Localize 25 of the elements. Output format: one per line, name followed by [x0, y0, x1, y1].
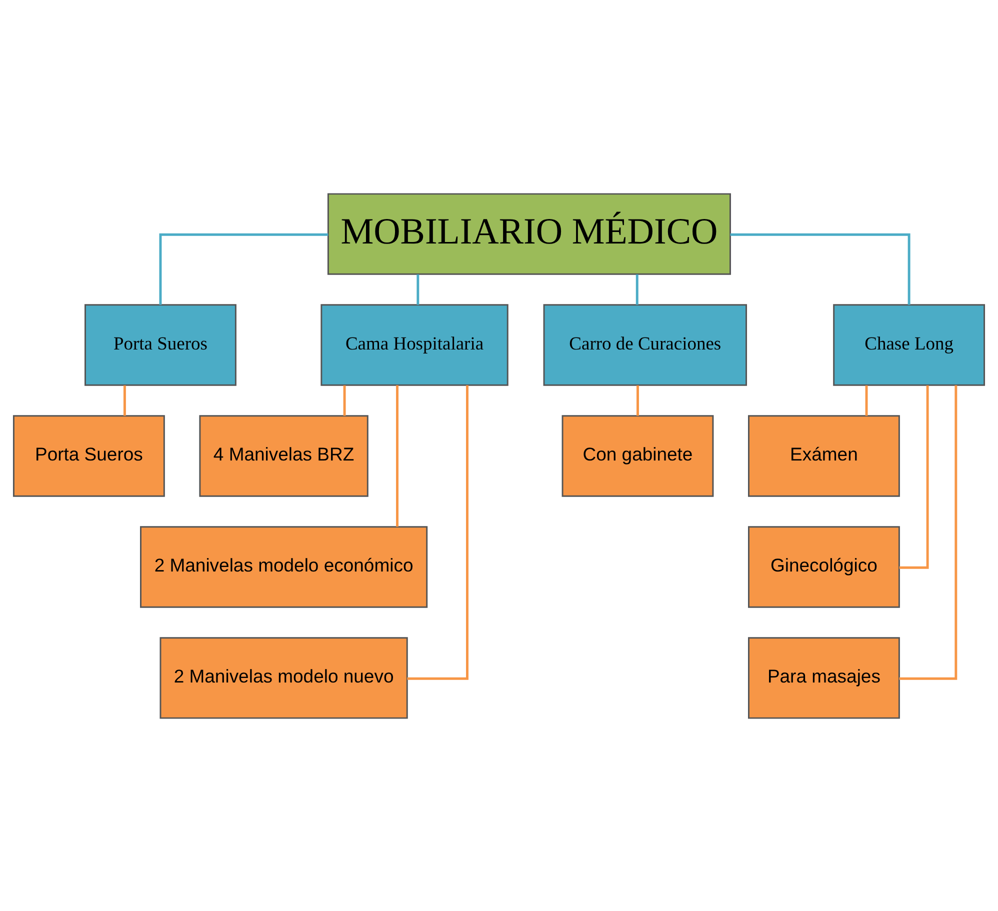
node-box: Con gabinete [562, 414, 714, 496]
node-box: Cama Hospitalaria [320, 304, 508, 386]
node-box: Porta Sueros [12, 414, 165, 496]
connector [730, 232, 910, 304]
node-box: MOBILIARIO MÉDICO [327, 192, 731, 274]
node-box: Ginecológico [748, 526, 900, 608]
node-box: Chase Long [833, 304, 986, 386]
connector [636, 274, 638, 304]
connector [396, 384, 398, 526]
connector [343, 384, 346, 416]
node-box: Carro de Curaciones [543, 304, 747, 386]
connector [865, 384, 868, 416]
connector [407, 384, 468, 680]
node-box: 4 Manivelas BRZ [199, 414, 368, 496]
node-box: Porta Sueros [84, 304, 236, 386]
connector [416, 274, 420, 304]
connector [123, 384, 126, 416]
connector [636, 384, 639, 416]
node-box: 2 Manivelas modelo económico [140, 526, 428, 608]
node-box: Exámen [748, 414, 900, 496]
connector [899, 384, 958, 680]
node-box: 2 Manivelas modelo nuevo [160, 636, 408, 718]
connector [159, 232, 328, 304]
connector [899, 384, 929, 568]
node-box: Para masajes [748, 636, 900, 718]
